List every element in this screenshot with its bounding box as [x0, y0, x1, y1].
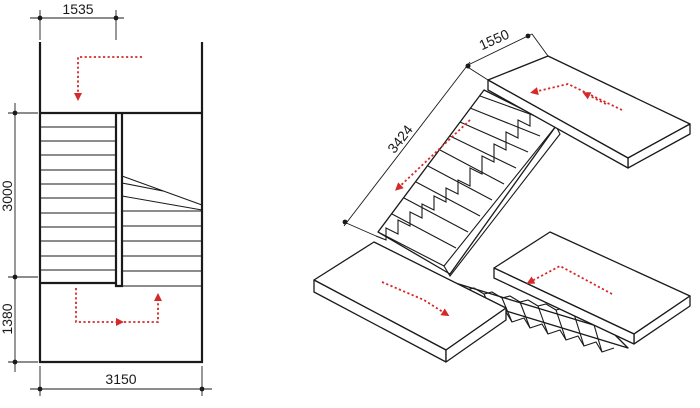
- iso-lower-flight: [451, 281, 629, 353]
- isometric-view: 1550 3424: [313, 26, 691, 363]
- plan-right-flight: [121, 175, 203, 287]
- plan-view: 1535 3000 1380 3150: [0, 1, 212, 396]
- plan-arrow-bottom: [75, 288, 125, 327]
- iso-arrow-upper-2: [582, 92, 607, 105]
- plan-outer-wall: [38, 42, 204, 364]
- iso-arrow-lower-left: [381, 281, 450, 317]
- plan-dim-left: 3000 1380: [0, 103, 38, 372]
- plan-dim-top-label: 1535: [62, 1, 93, 17]
- iso-lower-left-landing: [313, 241, 507, 363]
- iso-dim-landing-label: 1550: [476, 26, 511, 53]
- iso-upper-landing: [487, 55, 691, 169]
- plan-central-wall: [114, 113, 124, 288]
- plan-dim-left-lower-label: 1380: [0, 303, 15, 334]
- plan-left-flight: [40, 126, 116, 271]
- plan-dim-left-upper-label: 3000: [0, 180, 15, 211]
- plan-arrow-bottom-right: [124, 292, 163, 323]
- iso-arrow-lower-right: [526, 264, 613, 295]
- plan-arrow-top: [73, 56, 142, 102]
- plan-dim-top: 1535: [30, 1, 124, 40]
- plan-dim-bottom: 3150: [30, 366, 212, 396]
- iso-lower-right-landing: [493, 231, 691, 345]
- plan-dim-bottom-label: 3150: [105, 371, 136, 387]
- iso-arrow-upper: [530, 83, 623, 111]
